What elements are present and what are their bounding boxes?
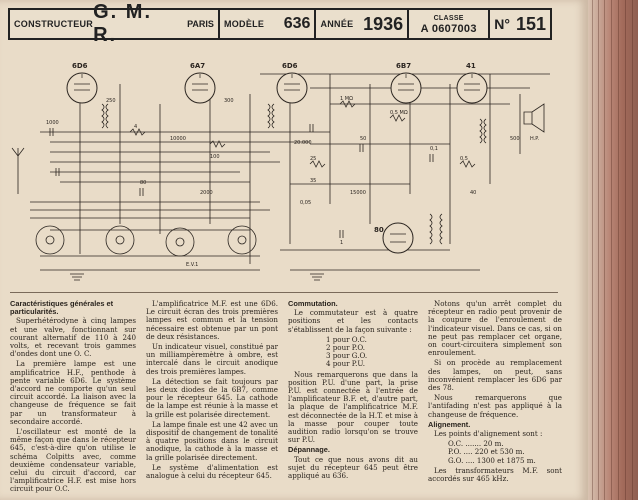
value-label: 500 (510, 136, 520, 142)
value-label: 2000 (200, 190, 213, 196)
paragraph: L'amplificatrice M.F. est une 6D6. Le ci… (146, 299, 278, 341)
section-title: Caractéristiques générales et particular… (10, 299, 114, 317)
rectifier-tube (382, 222, 414, 254)
value-label: 40 (470, 190, 476, 196)
list-item: O.C. ....... 20 m. (448, 439, 504, 449)
tube-1 (66, 72, 98, 104)
paragraph: Les transformateurs M.F. sont accordés s… (428, 465, 562, 484)
modele-value: 636 (283, 15, 311, 32)
tube-label-1: 6D6 (72, 62, 88, 70)
list-item: G.O. .... 1300 et 1875 m. (448, 455, 536, 465)
paragraph: Un indicateur visuel, constitué par un m… (146, 342, 278, 376)
paragraph: La lampe finale est une 42 avec un dispo… (146, 419, 278, 462)
value-label: 0,5 MΩ (390, 110, 408, 116)
paragraph: Tout ce que nous avons dit au sujet du r… (288, 454, 418, 481)
value-label: H.P. (530, 136, 539, 142)
paragraph: Le commutateur est à quatre positions et… (288, 308, 418, 334)
numero-label: N° (494, 16, 510, 32)
value-label: 0,1 (430, 146, 438, 152)
list-item: 1 pour O.C. (326, 334, 367, 344)
rectifier-label: 80 (374, 226, 384, 234)
section-title: Alignement. (428, 419, 471, 429)
list-item: 4 pour P.U. (326, 359, 365, 369)
constructeur-cell: CONSTRUCTEUR G. M. R. PARIS (10, 1, 220, 46)
section-title: Dépannage. (288, 445, 330, 455)
value-label: 0,05 (300, 200, 311, 206)
paragraph: Superhétérodyne à cinq lampes et une val… (10, 316, 136, 359)
list-item: 3 pour G.O. (326, 351, 368, 361)
paragraph: Les points d'alignement sont : (434, 429, 543, 439)
value-label: 4 (134, 124, 137, 130)
value-label: 250 (106, 98, 116, 104)
header-bar: CONSTRUCTEUR G. M. R. PARIS MODÈLE 636 A… (8, 1, 552, 46)
value-label: 50 (360, 136, 366, 142)
paragraph: Notons qu'un arrêt complet du récepteur … (428, 299, 562, 358)
tube-label-3: 6D6 (282, 62, 298, 70)
annee-cell: ANNÉE 1936 (316, 10, 410, 38)
value-label: 1 MΩ (340, 96, 353, 102)
alignment-list: O.C. ....... 20 m. P.O. .... 220 et 530 … (428, 440, 562, 465)
value-label: 20.000 (294, 140, 312, 146)
column-characteristics: Caractéristiques générales et particular… (10, 299, 136, 496)
value-label: 25 (310, 156, 316, 162)
value-label: 100 (210, 154, 220, 160)
numero-cell: N° 151 (490, 10, 550, 38)
numero-value: 151 (515, 13, 547, 34)
value-label: 80 (140, 180, 146, 186)
classe-label: CLASSE (433, 15, 464, 22)
annee-value: 1936 (363, 13, 404, 34)
classe-cell: CLASSE A 0607003 (409, 10, 491, 38)
paragraph: Si on procède au remplacement des lampes… (428, 358, 562, 393)
manual-page: CONSTRUCTEUR G. M. R. PARIS MODÈLE 636 A… (0, 0, 588, 500)
paragraph: Nous remarquerons que dans la position P… (288, 369, 418, 445)
section-title: Commutation. (288, 299, 338, 308)
section-divider (10, 292, 558, 293)
circuit-schematic: 6D6 6A7 6D6 6B7 41 80 250 300 4 10000 1 … (11, 62, 550, 281)
modele-cell: MODÈLE 636 (220, 10, 317, 38)
value-label: 15000 (350, 190, 366, 196)
tube-4 (390, 72, 422, 104)
paragraph: Nous remarquerons que l'antifading n'est… (428, 393, 562, 419)
position-list: 1 pour O.C. 2 pour P.O. 3 pour G.O. 4 po… (288, 334, 418, 369)
column-commutation: Commutation. Le commutateur est à quatre… (288, 299, 418, 482)
tube-2 (184, 72, 216, 104)
city-label: PARIS (187, 19, 214, 29)
book-page-edges (588, 0, 638, 500)
value-label: 300 (224, 98, 234, 104)
column-maintenance: Notons qu'un arrêt complet du récepteur … (428, 299, 562, 485)
modele-label: MODÈLE (223, 19, 265, 29)
list-item: 2 pour P.O. (326, 343, 366, 353)
tube-5 (456, 72, 488, 104)
column-amplification: L'amplificatrice M.F. est une 6D6. Le ci… (146, 299, 278, 482)
constructeur-name: G. M. R. (93, 1, 152, 46)
paragraph: La première lampe est une amplificatrice… (10, 359, 136, 426)
list-item: P.O. .... 220 et 530 m. (448, 447, 525, 457)
value-label: 35 (310, 178, 316, 184)
tube-label-5: 41 (466, 62, 476, 70)
value-label: 10000 (170, 136, 186, 142)
value-label: 1000 (46, 120, 59, 126)
constructeur-label: CONSTRUCTEUR (14, 19, 94, 29)
tube-3 (276, 72, 308, 104)
classe-value: A 0607003 (420, 23, 477, 35)
paragraph: L'oscillateur est monté de la même façon… (10, 427, 136, 494)
annee-label: ANNÉE (320, 19, 354, 29)
tube-label-2: 6A7 (190, 62, 205, 70)
value-label: 0,5 (460, 156, 468, 162)
tube-label-4: 6B7 (396, 62, 411, 70)
paragraph: Le système d'alimentation est analogue à… (146, 462, 278, 481)
paragraph: La détection se fait toujours par les de… (146, 376, 278, 419)
value-label: E.V.1 (186, 262, 198, 268)
value-label: 1 (340, 240, 343, 246)
